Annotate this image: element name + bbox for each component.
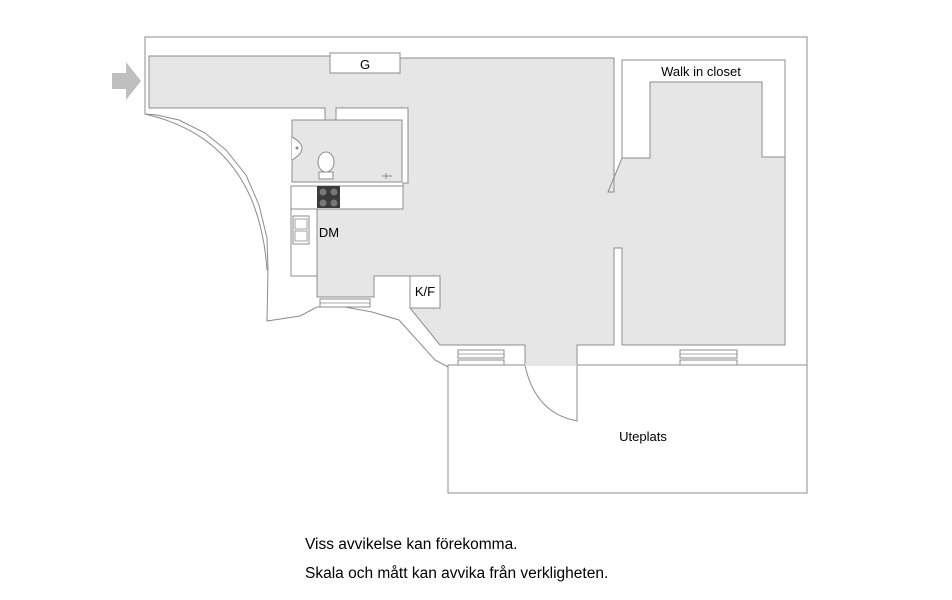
patio-label: Uteplats: [619, 429, 667, 444]
disclaimer-line-2: Skala och mått kan avvika från verklighe…: [305, 565, 609, 582]
stove-burner-icon: [330, 188, 338, 196]
entrance-door-swing: [144, 113, 268, 271]
closet-wall: [621, 59, 786, 159]
stove-burner-icon: [319, 199, 327, 207]
walk-in-closet-label: Walk in closet: [661, 64, 741, 79]
bathroom-floor: [291, 119, 403, 183]
fridge-box: [409, 275, 441, 309]
sink-basin-icon: [294, 218, 308, 230]
patio-door-swing: [524, 364, 578, 422]
toilet-tank-icon: [318, 171, 334, 180]
sink-icon: [292, 215, 310, 245]
kitchen-counter: [290, 185, 404, 210]
window: [319, 298, 371, 308]
shower-tap-icon: [382, 173, 392, 179]
stove-burner-icon: [330, 199, 338, 207]
closet-box: [329, 52, 401, 74]
fridge-freezer-label: K/F: [415, 284, 435, 299]
patio: [447, 364, 808, 494]
sink-basin-icon: [294, 230, 308, 242]
toilet-icon: [317, 151, 335, 173]
dishwasher-label: DM: [319, 225, 339, 240]
floor-area: [148, 55, 786, 366]
window: [457, 349, 505, 359]
stove-burner-icon: [319, 188, 327, 196]
disclaimer-line-1: Viss avvikelse kan förekomma.: [305, 536, 518, 553]
entrance-arrow-icon: [112, 62, 141, 100]
washbasin-drain-icon: [295, 146, 299, 150]
window: [679, 349, 738, 359]
closet-label: G: [360, 57, 370, 72]
